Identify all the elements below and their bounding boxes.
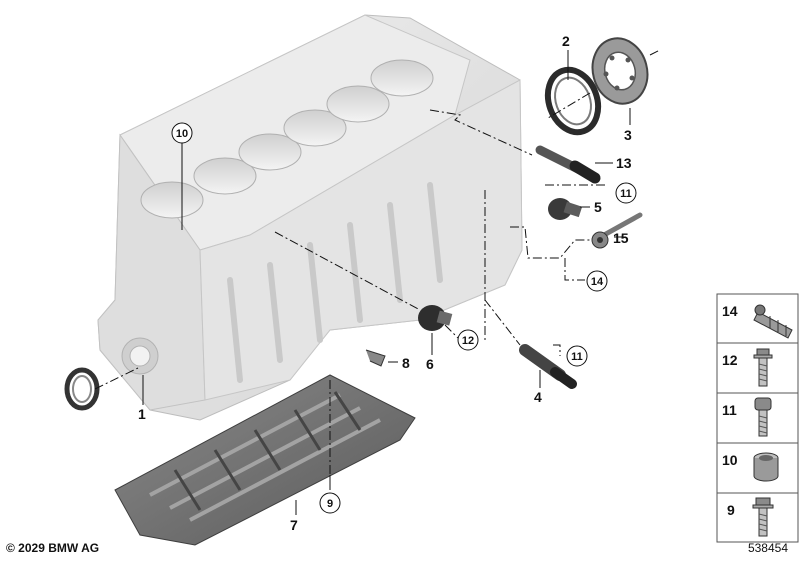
callout-6: 6 bbox=[426, 356, 434, 372]
callout-numbers: 1 2 3 4 5 6 7 8 13 15 bbox=[138, 33, 632, 533]
engine-block bbox=[97, 14, 523, 421]
callout-7: 7 bbox=[290, 517, 298, 533]
leader-lines bbox=[94, 49, 661, 515]
radial-shaft-seal-rear bbox=[544, 66, 602, 136]
callout-1: 1 bbox=[138, 406, 146, 422]
copyright-notice: © 2029 BMW AG bbox=[6, 541, 100, 555]
legend-number-14: 14 bbox=[722, 303, 738, 319]
legend-row-12: 12 bbox=[722, 348, 773, 387]
callout-14: 14 bbox=[591, 276, 604, 288]
hex-bolt-icon bbox=[752, 497, 774, 537]
callout-11-upper: 11 bbox=[620, 188, 632, 200]
callout-5: 5 bbox=[594, 199, 602, 215]
flange-bolt-icon bbox=[753, 348, 773, 387]
diagram-id: 538454 bbox=[747, 541, 788, 555]
increment-wheel bbox=[591, 37, 649, 105]
radial-shaft-seal-front bbox=[64, 367, 100, 411]
callout-3: 3 bbox=[624, 127, 632, 143]
legend-number-9: 9 bbox=[727, 502, 735, 518]
cable-clip-icon bbox=[753, 304, 793, 339]
legend-number-11: 11 bbox=[722, 402, 737, 418]
fastener-legend: 14 12 11 10 bbox=[716, 293, 799, 543]
socket-head-screw-icon bbox=[754, 397, 772, 437]
callout-10: 10 bbox=[176, 128, 188, 140]
legend-row-10: 10 bbox=[722, 452, 779, 482]
dowel-sleeve-icon bbox=[753, 452, 779, 482]
callout-11-lower: 11 bbox=[571, 351, 583, 363]
legend-row-14: 14 bbox=[722, 303, 793, 339]
callout-12: 12 bbox=[462, 335, 474, 347]
legend-row-11: 11 bbox=[722, 397, 772, 437]
oil-temperature-sensor bbox=[519, 344, 577, 389]
oil-pressure-sensor bbox=[548, 198, 583, 220]
callout-15: 15 bbox=[613, 230, 629, 246]
crankshaft-sensor bbox=[535, 145, 601, 184]
bedplate bbox=[114, 374, 416, 546]
callout-2: 2 bbox=[562, 33, 570, 49]
legend-number-10: 10 bbox=[722, 452, 738, 468]
legend-number-12: 12 bbox=[722, 352, 738, 368]
oil-level-sensor bbox=[591, 212, 643, 249]
cylinder-bores bbox=[140, 59, 434, 219]
callout-8: 8 bbox=[402, 355, 410, 371]
circled-callouts: 10 11 14 12 11 9 bbox=[171, 122, 637, 514]
callout-9: 9 bbox=[327, 498, 333, 510]
callout-13: 13 bbox=[616, 155, 632, 171]
callout-4: 4 bbox=[534, 389, 542, 405]
knock-sensor bbox=[418, 305, 453, 331]
legend-row-9: 9 bbox=[727, 497, 774, 537]
bracket-clip bbox=[365, 349, 386, 367]
